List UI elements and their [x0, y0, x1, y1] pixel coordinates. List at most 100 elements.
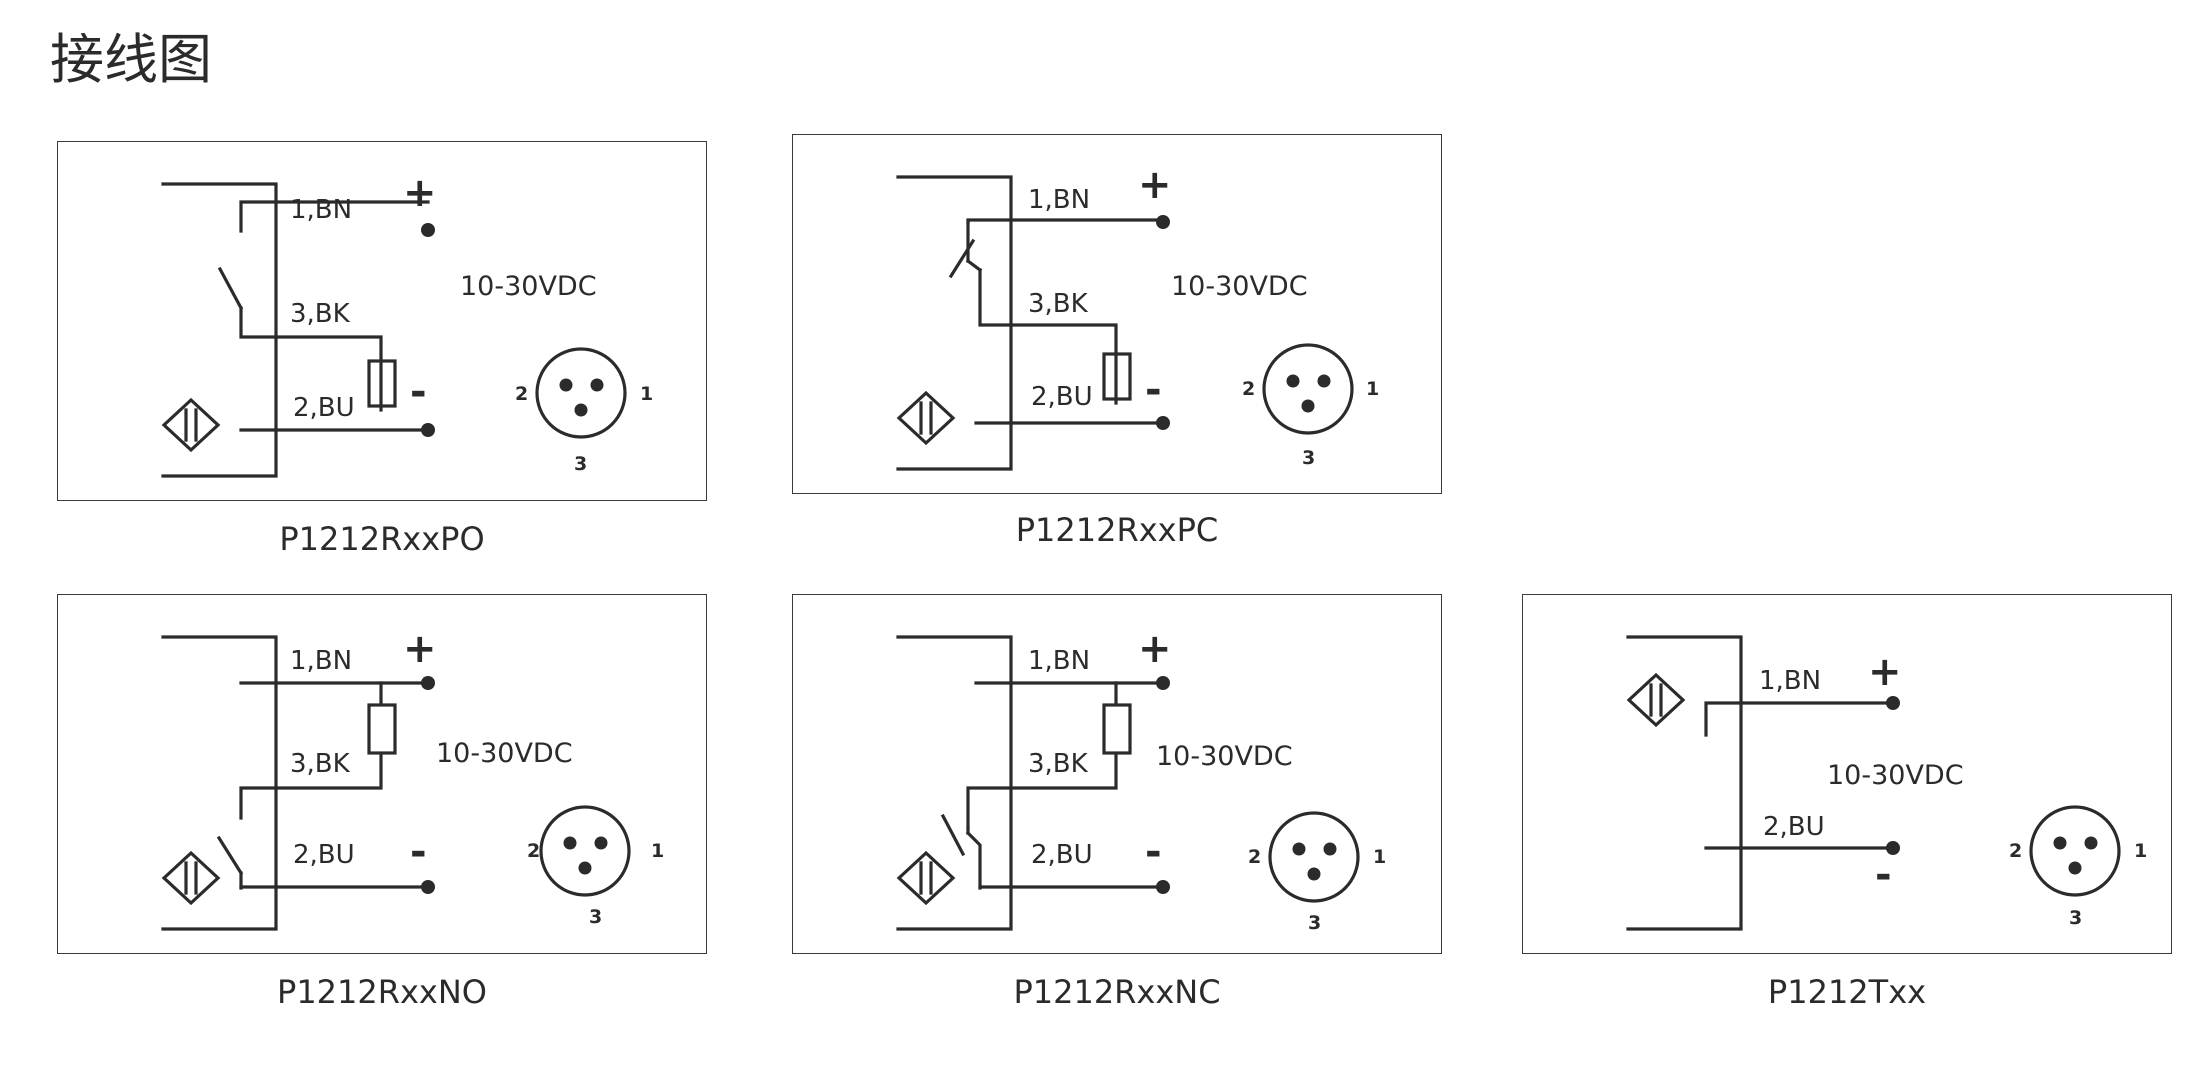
pin-label-1: 1 — [1373, 846, 1386, 868]
minus-sign: - — [410, 829, 427, 875]
terminal-minus — [1156, 880, 1170, 894]
pin-label-2: 2 — [1248, 846, 1261, 868]
minus-sign: - — [410, 369, 427, 415]
pin-label-2: 2 — [527, 840, 540, 862]
voltage-label: 10-30VDC — [436, 738, 573, 769]
terminal-plus — [421, 223, 435, 237]
connector-pinout-icon — [2029, 805, 2121, 897]
wire-label-bn: 1,BN — [1028, 185, 1090, 215]
minus-sign: - — [1145, 829, 1162, 875]
wiring-diagram-txx: 1,BN 2,BU + - 10-30VDC 2 1 3 — [1626, 635, 2147, 931]
wiring-diagram-pc: 1,BN 3,BK 2,BU + - 10-30VDC 2 1 3 — [896, 162, 1379, 471]
plus-sign: + — [1138, 626, 1172, 672]
voltage-label: 10-30VDC — [1156, 741, 1293, 772]
switch-contact — [216, 835, 244, 890]
load-resistor — [1102, 703, 1132, 755]
sensor-housing-outline — [161, 182, 278, 478]
voltage-label: 10-30VDC — [460, 271, 597, 302]
load-resistor — [367, 359, 397, 408]
terminal-minus — [421, 423, 435, 437]
minus-sign: - — [1875, 852, 1892, 898]
terminal-plus — [1156, 215, 1170, 229]
wire-label-bn: 1,BN — [1028, 646, 1090, 676]
diagram-panel-pc: 1,BN 3,BK 2,BU + - 10-30VDC 2 1 3 — [792, 134, 1442, 494]
connector-pinout-icon — [539, 805, 631, 897]
plus-sign: + — [403, 626, 437, 672]
pin-label-3: 3 — [2069, 907, 2082, 929]
diagram-caption-nc: P1212RxxNC — [1013, 973, 1221, 1011]
pin-label-1: 1 — [2134, 840, 2147, 862]
plus-sign: + — [1868, 649, 1902, 695]
wire-label-bk: 3,BK — [290, 299, 351, 329]
switch-contact — [948, 219, 983, 279]
wiring-diagram-no: 1,BN 3,BK 2,BU + - 10-30VDC 2 1 3 — [161, 626, 664, 931]
load-resistor — [367, 703, 397, 755]
wire-label-bu: 2,BU — [1763, 812, 1825, 842]
connector-pinout-icon — [1262, 343, 1354, 435]
proximity-sensor-icon — [896, 390, 956, 446]
proximity-sensor-icon — [161, 397, 221, 453]
voltage-label: 10-30VDC — [1171, 271, 1308, 302]
proximity-sensor-icon — [161, 850, 221, 906]
diagram-panel-txx: 1,BN 2,BU + - 10-30VDC 2 1 3 — [1522, 594, 2172, 954]
proximity-sensor-icon — [896, 850, 956, 906]
switch-contact — [940, 813, 982, 890]
pin-label-3: 3 — [589, 906, 602, 928]
pin-label-1: 1 — [640, 383, 653, 405]
wire-label-bn: 1,BN — [290, 646, 352, 676]
diagram-caption-pc: P1212RxxPC — [1015, 511, 1219, 549]
wire-label-bn: 1,BN — [290, 195, 352, 225]
brown-wire — [966, 218, 1165, 224]
black-wire — [966, 681, 1118, 830]
wire-label-bk: 3,BK — [1028, 289, 1089, 319]
wire-label-bk: 3,BK — [1028, 749, 1089, 779]
pin-label-2: 2 — [1242, 378, 1255, 400]
pin-label-1: 1 — [1366, 378, 1379, 400]
switch-contact — [217, 266, 244, 311]
diagram-panel-po: 1,BN 3,BK 2,BU + - 10-30VDC 2 1 3 — [57, 141, 707, 501]
wire-label-bu: 2,BU — [293, 393, 355, 423]
minus-sign: - — [1145, 367, 1162, 413]
sensor-housing-outline — [896, 175, 1013, 471]
plus-sign: + — [403, 170, 437, 216]
diagram-panel-nc: 1,BN 3,BK 2,BU + - 10-30VDC 2 1 3 — [792, 594, 1442, 954]
proximity-sensor-icon — [1626, 672, 1686, 728]
terminal-minus — [1886, 841, 1900, 855]
brown-wire — [1704, 701, 1895, 737]
wiring-diagram-po: 1,BN 3,BK 2,BU + - 10-30VDC 2 1 3 — [161, 170, 653, 478]
terminal-minus — [1156, 416, 1170, 430]
diagram-panel-no: 1,BN 3,BK 2,BU + - 10-30VDC 2 1 3 — [57, 594, 707, 954]
diagram-caption-po: P1212RxxPO — [279, 520, 485, 558]
sensor-housing-outline — [1626, 635, 1743, 931]
terminal-plus — [421, 676, 435, 690]
connector-pinout-icon — [1268, 811, 1360, 903]
terminal-plus — [1886, 696, 1900, 710]
sensor-housing-outline — [896, 635, 1013, 931]
wire-label-bu: 2,BU — [1031, 382, 1093, 412]
wire-label-bu: 2,BU — [1031, 840, 1093, 870]
pin-label-3: 3 — [574, 453, 587, 475]
wire-label-bu: 2,BU — [293, 840, 355, 870]
connector-pinout-icon — [535, 347, 627, 439]
pin-label-3: 3 — [1308, 912, 1321, 934]
sensor-housing-outline — [161, 635, 278, 931]
load-resistor — [1102, 352, 1132, 401]
black-wire — [239, 306, 383, 412]
terminal-minus — [421, 880, 435, 894]
black-wire — [978, 268, 1118, 405]
wiring-diagram-nc: 1,BN 3,BK 2,BU + - 10-30VDC 2 1 3 — [896, 626, 1386, 934]
wire-label-bn: 1,BN — [1759, 666, 1821, 696]
terminal-plus — [1156, 676, 1170, 690]
pin-label-2: 2 — [515, 383, 528, 405]
page-title: 接线图 — [50, 28, 212, 91]
black-wire — [239, 681, 383, 820]
pin-label-1: 1 — [651, 840, 664, 862]
diagram-caption-txx: P1212Txx — [1767, 973, 1927, 1011]
voltage-label: 10-30VDC — [1827, 760, 1964, 791]
pin-label-2: 2 — [2009, 840, 2022, 862]
pin-label-3: 3 — [1302, 447, 1315, 469]
diagram-caption-no: P1212RxxNO — [277, 973, 487, 1011]
plus-sign: + — [1138, 162, 1172, 208]
brown-wire — [239, 200, 430, 233]
wire-label-bk: 3,BK — [290, 749, 351, 779]
